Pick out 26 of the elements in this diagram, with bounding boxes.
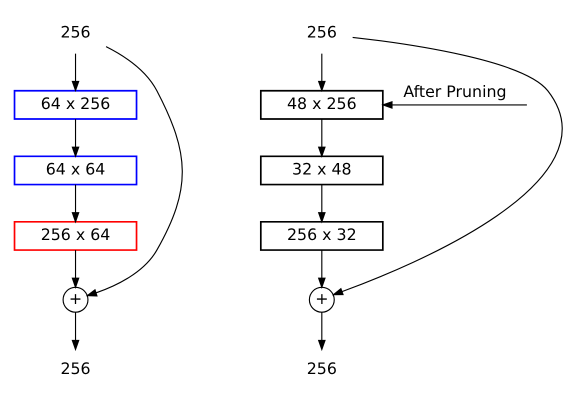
node-box: 48 x 256 xyxy=(259,90,384,120)
arrow xyxy=(71,54,79,92)
arrow xyxy=(317,184,326,224)
arrow xyxy=(71,119,79,158)
node-circle: + xyxy=(308,286,334,313)
node-text: 256 xyxy=(60,359,90,378)
node-box: 256 x 32 xyxy=(259,220,384,251)
arrow xyxy=(317,54,326,92)
node-text: 256 xyxy=(60,22,90,42)
arrow xyxy=(331,36,562,296)
arrow xyxy=(85,46,182,296)
node-text: 256 xyxy=(306,359,336,378)
node-circle: + xyxy=(62,286,88,313)
edge-label: After Pruning xyxy=(402,82,506,102)
arrow xyxy=(317,250,326,289)
node-text: 256 xyxy=(306,22,336,42)
node-box: 64 x 64 xyxy=(13,155,137,186)
node-box: 256 x 64 xyxy=(13,220,137,251)
node-box: 64 x 256 xyxy=(13,90,137,120)
arrow xyxy=(71,250,79,289)
arrow xyxy=(317,312,326,352)
arrow xyxy=(317,119,326,158)
arrow xyxy=(380,100,526,109)
node-box: 32 x 48 xyxy=(259,155,384,186)
arrow xyxy=(71,312,79,352)
arrow xyxy=(71,184,79,224)
